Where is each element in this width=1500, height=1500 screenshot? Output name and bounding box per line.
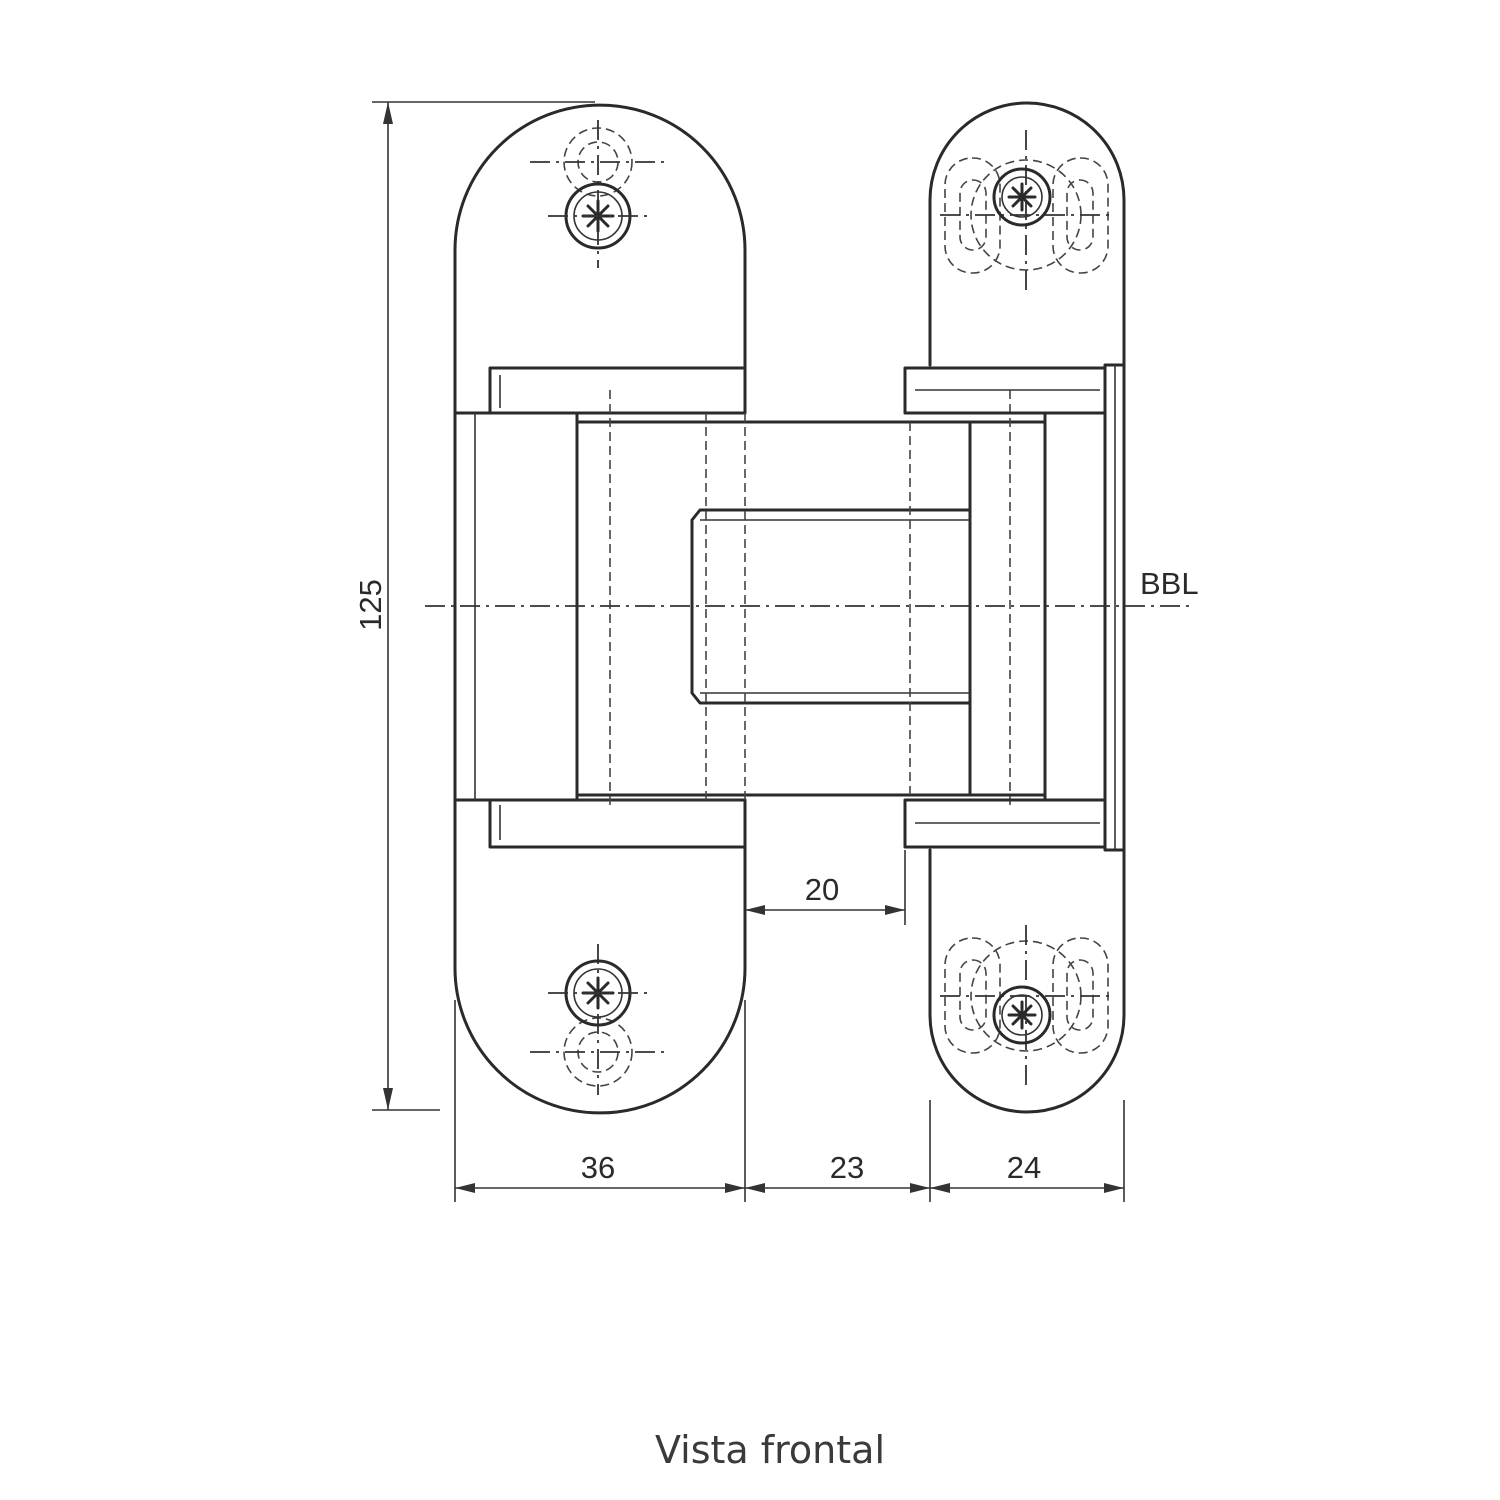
dimension-offset-label: 20 (805, 872, 839, 907)
dimension-height-label: 125 (353, 579, 388, 631)
dimension-offset: 20 (745, 850, 906, 925)
screw-top-right (940, 130, 1112, 290)
dimension-height: 125 (353, 101, 595, 1111)
screw-bottom-right (940, 925, 1112, 1085)
dimension-widths: 36 23 24 (454, 1000, 1125, 1202)
dimension-middle-label: 23 (830, 1150, 864, 1185)
screw-bottom-left (530, 944, 666, 1095)
screw-top-left (530, 120, 666, 268)
dimension-right-leaf-label: 24 (1007, 1150, 1041, 1185)
hinge-body (575, 390, 1047, 810)
bbl-label: BBL (1140, 566, 1199, 601)
bbl-reference-line: BBL (425, 566, 1199, 607)
view-caption: Vista frontal (654, 1428, 886, 1472)
dimension-left-leaf-label: 36 (581, 1150, 615, 1185)
right-leaf (903, 101, 1126, 1114)
